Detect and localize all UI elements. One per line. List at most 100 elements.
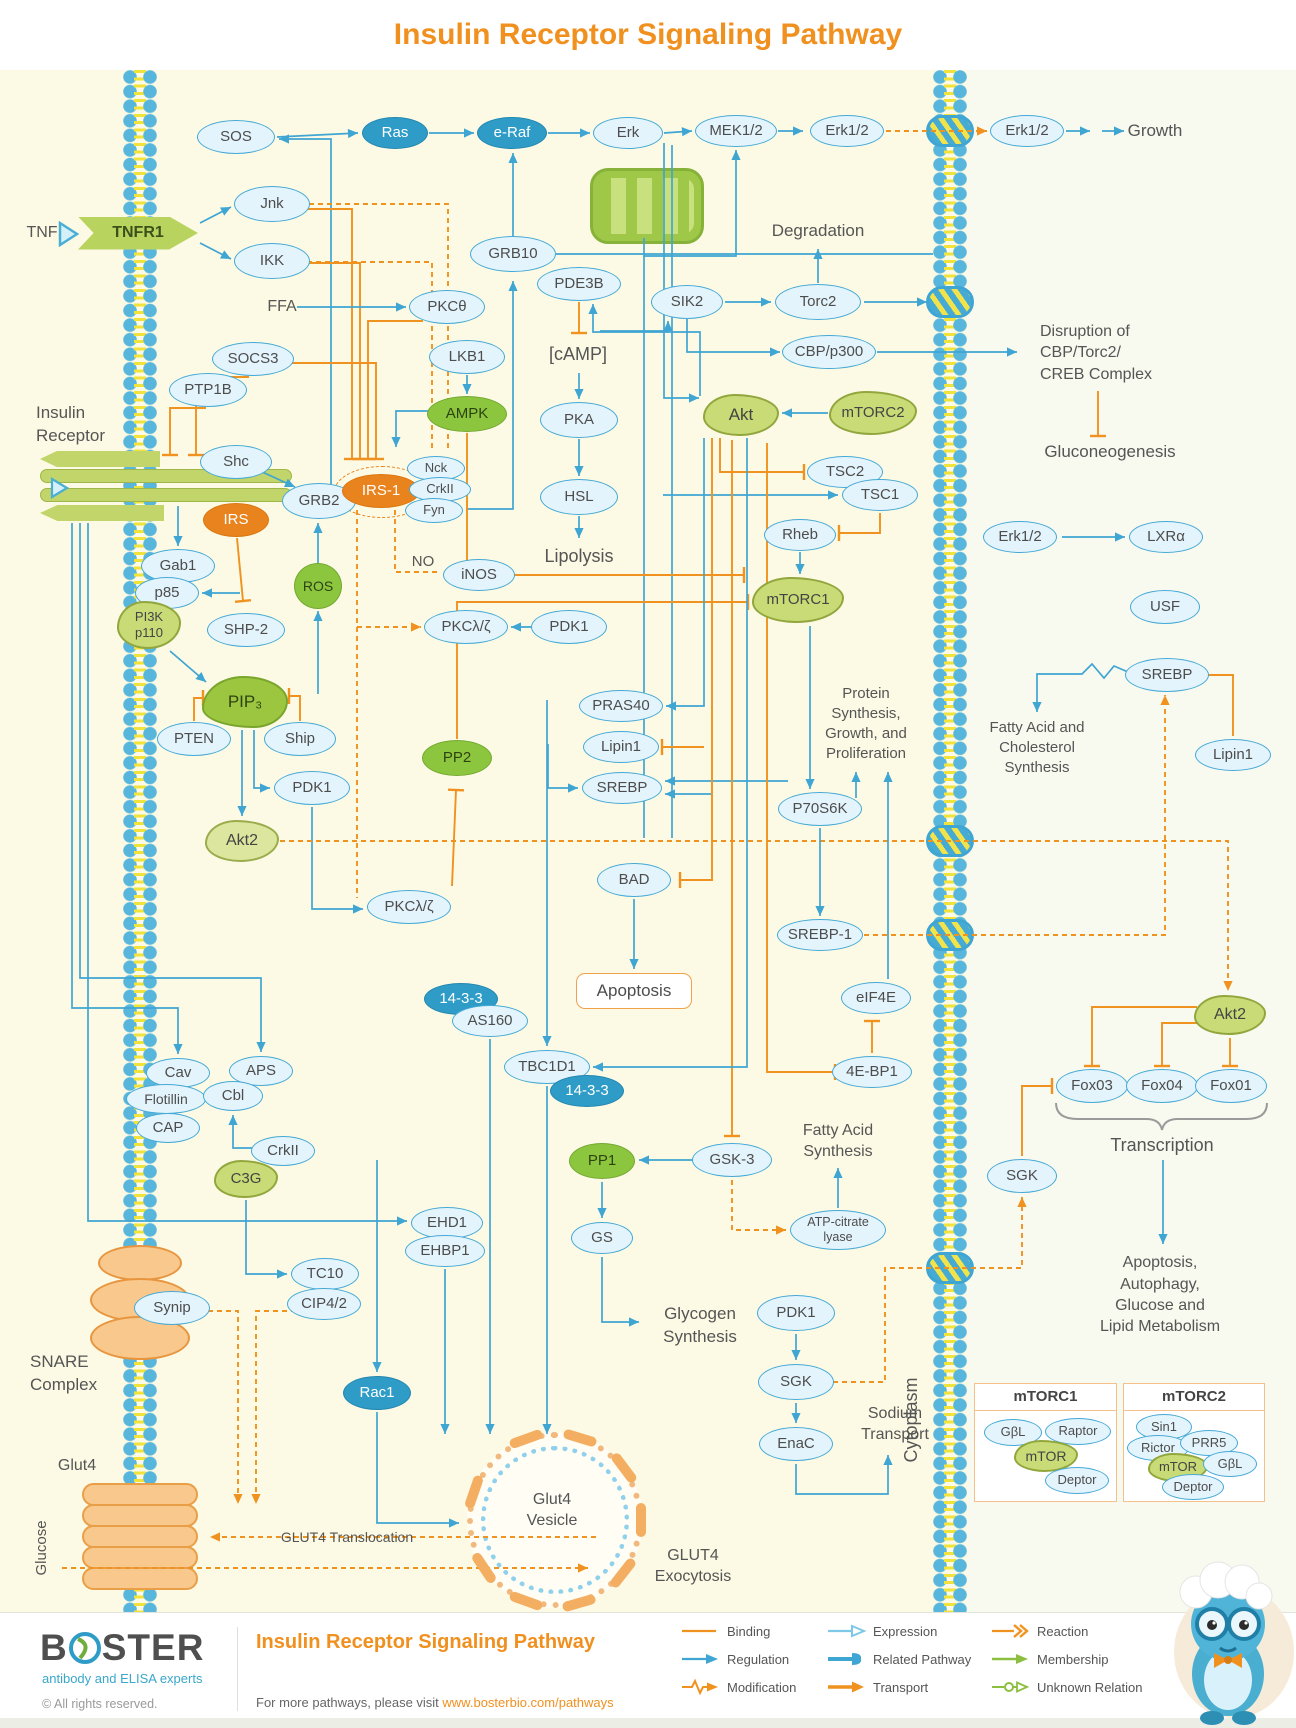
tnf-ligand-icon: [58, 221, 80, 247]
node-srebp: SREBP: [582, 772, 662, 804]
complex-member-mTOR: mTOR: [1014, 1440, 1078, 1472]
node-srebp1: SREBP-1: [777, 919, 863, 951]
node-shp2: SHP-2: [207, 613, 285, 647]
node-pdk1b: PDK1: [531, 610, 607, 644]
glut4-channel-icon: [82, 1483, 198, 1506]
node-disruption: Disruption of CBP/Torc2/ CREB Complex: [1040, 323, 1153, 383]
node-sgk_c: SGK: [758, 1364, 834, 1400]
membrane-channel-icon: [926, 1252, 974, 1284]
membrane-channel-icon: [926, 115, 974, 147]
node-mtorc2: mTORC2: [829, 391, 917, 435]
node-synip: Synip: [134, 1291, 210, 1325]
page-title: Insulin Receptor Signaling Pathway: [393, 18, 903, 51]
node-erk: Erk: [593, 117, 663, 149]
node-pkctheta: PKCθ: [409, 290, 485, 324]
node-4ebp1: 4E-BP1: [832, 1056, 912, 1088]
node-ehbp1: EHBP1: [405, 1235, 485, 1267]
legend-item-binding: Binding: [680, 1622, 770, 1640]
copyright: © All rights reserved.: [42, 1697, 158, 1711]
node-glut4_lbl: Glut4: [57, 1457, 97, 1475]
legend-label: Transport: [873, 1679, 929, 1695]
node-pkcl1: PKCλ/ζ: [424, 610, 508, 644]
pathways-link[interactable]: www.bosterbio.com/pathways: [442, 1695, 614, 1710]
node-sgk_n: SGK: [987, 1159, 1057, 1193]
node-erk12a: Erk1/2: [810, 115, 884, 147]
snare-complex-icon: [98, 1245, 182, 1281]
legend-item-reaction: Reaction: [990, 1622, 1088, 1640]
node-pde3b: PDE3B: [537, 267, 621, 301]
node-tnfr1: TNFR1: [78, 216, 198, 250]
node-tbc1d1: TBC1D1: [504, 1050, 590, 1084]
legend-item-related: Related Pathway: [826, 1650, 971, 1668]
legend-item-modification: Modification: [680, 1678, 796, 1696]
node-shc: Shc: [200, 445, 272, 479]
legend-label: Modification: [727, 1679, 797, 1695]
node-pras40: PRAS40: [579, 690, 663, 722]
node-pdk1: PDK1: [274, 771, 350, 805]
node-ins_lbl: Insulin Receptor: [36, 403, 105, 445]
legend-label: Binding: [727, 1623, 771, 1639]
node-torc2: Torc2: [775, 284, 861, 320]
node-pdk1c: PDK1: [757, 1295, 835, 1331]
insulin-receptor-icon: [40, 451, 160, 467]
node-gsk3: GSK-3: [692, 1143, 772, 1177]
glut4-channel-icon: [82, 1546, 198, 1569]
node-as160: AS160: [452, 1005, 528, 1037]
node-cbp: CBP/p300: [782, 335, 876, 369]
node-ikk: IKK: [234, 243, 310, 279]
node-glycogen: Glycogen Synthesis: [663, 1304, 737, 1346]
node-gluconeogenesis: Gluconeogenesis: [1044, 441, 1176, 461]
membrane-channel-icon: [926, 286, 974, 318]
node-tnf: TNF: [26, 224, 58, 242]
node-ras: Ras: [362, 117, 428, 149]
node-fa_syn: Fatty Acid Synthesis: [802, 1121, 874, 1160]
node-cap: CAP: [136, 1113, 200, 1143]
node-p70s6k: P70S6K: [778, 792, 862, 826]
node-pten: PTEN: [157, 722, 231, 756]
footer-pathway-title: Insulin Receptor Signaling Pathway: [256, 1631, 595, 1653]
node-eif4e: eIF4E: [841, 982, 911, 1014]
node-rac1: Rac1: [343, 1376, 411, 1410]
legend-label: Related Pathway: [873, 1651, 972, 1667]
legend-label: Reaction: [1037, 1623, 1089, 1639]
node-ffa: FFA: [267, 298, 297, 316]
node-fox03: Fox03: [1056, 1069, 1128, 1103]
nucleus-background: [967, 70, 1296, 1612]
legend-item-unknown: Unknown Relation: [990, 1678, 1143, 1696]
node-inos: iNOS: [443, 559, 515, 591]
node-pip3: PIP₃: [202, 676, 288, 728]
node-fyn: Fyn: [405, 497, 463, 523]
node-pka: PKA: [540, 402, 618, 438]
legend-item-membership: Membership: [990, 1650, 1109, 1668]
legend-item-transport: Transport: [826, 1678, 928, 1696]
node-pp2: PP2: [422, 740, 492, 776]
footer-visit: For more pathways, please visit www.bost…: [256, 1695, 614, 1710]
insulin-receptor-icon: [40, 505, 164, 521]
boster-mascot: [1174, 1561, 1294, 1725]
node-erk12r: Erk1/2: [983, 521, 1057, 553]
legend-label: Membership: [1037, 1651, 1109, 1667]
boster-globe-icon: [68, 1632, 101, 1664]
insulin-ligand-icon: [50, 477, 70, 499]
node-eraf: e-Raf: [477, 117, 547, 149]
glut4-channel-icon: [82, 1504, 198, 1527]
node-lipin1_n: Lipin1: [1195, 739, 1271, 771]
node-fox01: Fox01: [1195, 1069, 1267, 1103]
header: Insulin Receptor Signaling Pathway: [0, 0, 1296, 70]
node-acl: ATP-citrate lyase: [790, 1210, 886, 1250]
node-bad: BAD: [597, 863, 671, 897]
node-cbl: Cbl: [203, 1081, 263, 1111]
node-irs: IRS: [203, 503, 269, 537]
node-fox04: Fox04: [1126, 1069, 1198, 1103]
node-apoptosis: Apoptosis: [576, 973, 692, 1009]
node-pkcl2: PKCλ/ζ: [367, 890, 451, 924]
legend-label: Expression: [873, 1623, 938, 1639]
node-growth: Growth: [1127, 120, 1183, 140]
node-cytoplasm: Cytoplasm: [901, 1377, 922, 1463]
legend-label: Unknown Relation: [1037, 1679, 1143, 1695]
glut4-channel-icon: [82, 1567, 198, 1590]
node-tsc1: TSC1: [842, 479, 918, 511]
node-sos: SOS: [197, 120, 275, 154]
node-akt2n: Akt2: [1194, 995, 1266, 1035]
node-glut4_exo: GLUT4 Exocytosis: [654, 1546, 732, 1585]
